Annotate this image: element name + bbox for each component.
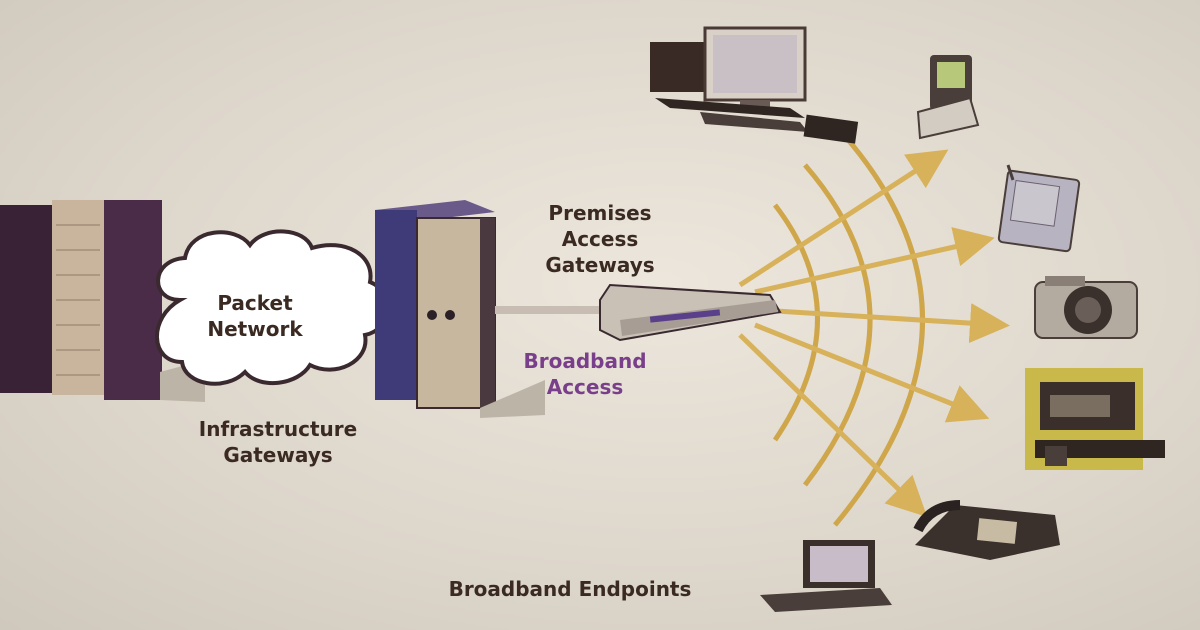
premises-access-gateways-label-line: Premises: [548, 201, 652, 225]
premises-access-gateways-label: Premises Access Gateways: [520, 200, 680, 278]
desktop-computer-icon: [650, 26, 859, 144]
premises-access-gateways-label-line: Access: [561, 227, 639, 251]
gateway-cabinet-icon: [375, 200, 545, 418]
desk-phone-icon: [913, 500, 1060, 560]
broadband-connection-line: [495, 306, 605, 314]
packet-network-label: Packet Network: [200, 290, 310, 342]
laptop-icon: [760, 540, 892, 612]
packet-network-label-line: Network: [207, 317, 303, 341]
broadband-access-label-line: Access: [546, 375, 624, 399]
broadband-endpoints-label-text: Broadband Endpoints: [448, 577, 692, 601]
server-rack-icon: [0, 200, 205, 402]
infrastructure-gateways-label-line: Gateways: [223, 443, 333, 467]
media-device-icon: [1025, 368, 1165, 470]
premises-access-gateways-label-line: Gateways: [545, 253, 655, 277]
signal-arcs: [772, 123, 925, 527]
broadband-endpoints-label: Broadband Endpoints: [400, 576, 740, 602]
pda-icon: [997, 164, 1081, 253]
infrastructure-gateways-label-line: Infrastructure: [198, 417, 358, 441]
mobile-phone-icon: [916, 55, 980, 140]
broadband-router-icon: [599, 283, 782, 342]
camera-icon: [1034, 276, 1138, 339]
packet-network-label-line: Packet: [217, 291, 293, 315]
broadband-access-label: Broadband Access: [500, 348, 670, 400]
infrastructure-gateways-label: Infrastructure Gateways: [168, 416, 388, 468]
signal-arrows: [738, 149, 1010, 517]
broadband-access-label-line: Broadband: [523, 349, 647, 373]
